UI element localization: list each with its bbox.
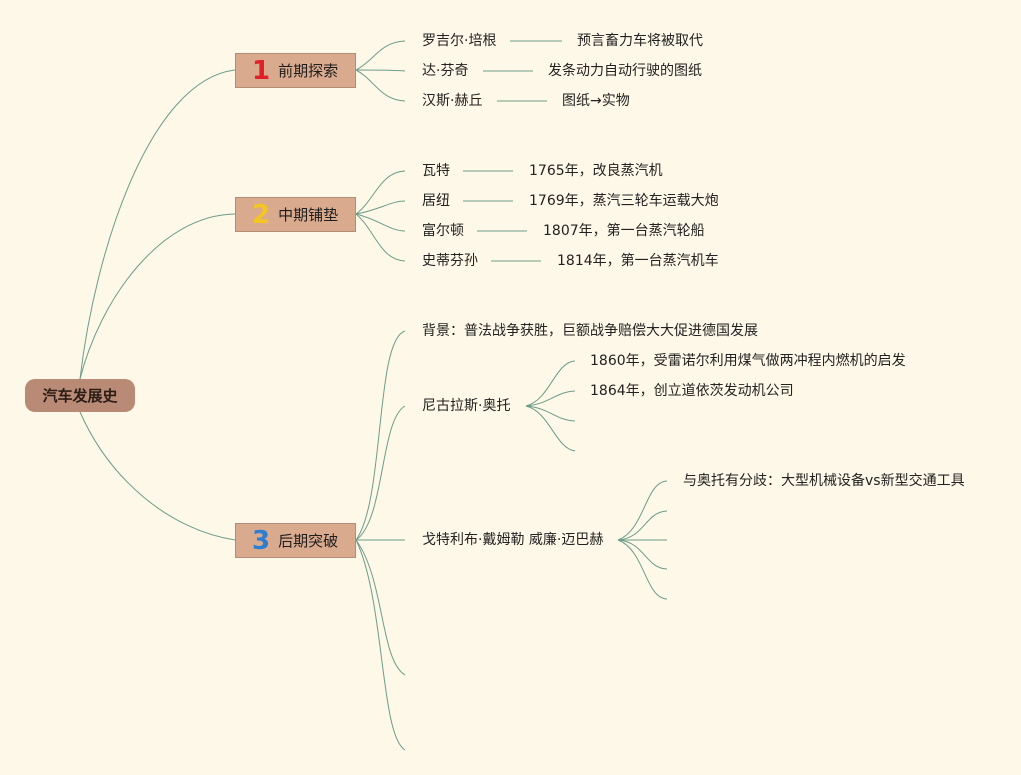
item-detail[interactable]: 发条动力自动行驶的图纸 <box>548 63 702 79</box>
item-detail[interactable]: 1765年，改良蒸汽机 <box>529 163 663 179</box>
otto-node[interactable]: 尼古拉斯·奥托 <box>422 398 511 414</box>
number-2-icon: 2 <box>252 199 271 230</box>
connector-root-branch1 <box>79 69 236 380</box>
daimler-maybach-node[interactable]: 戈特利布·戴姆勒 威廉·迈巴赫 <box>422 532 604 548</box>
branch-node-mid-foundation[interactable]: 2 中期铺垫 <box>235 197 356 232</box>
item-name[interactable]: 达·芬奇 <box>422 63 469 79</box>
branch-node-late-breakthrough[interactable]: 3 后期突破 <box>235 523 356 558</box>
item-detail[interactable]: 图纸→实物 <box>562 93 630 109</box>
otto-detail[interactable]: 1860年，受雷诺尔利用煤气做两冲程内燃机的启发 <box>590 353 906 369</box>
number-1-icon: 1 <box>252 55 271 86</box>
branch-label: 中期铺垫 <box>278 206 339 224</box>
item-detail[interactable]: 1769年，蒸汽三轮车运载大炮 <box>529 193 719 209</box>
item-detail[interactable]: 预言畜力车将被取代 <box>577 33 703 49</box>
item-detail[interactable]: 1814年，第一台蒸汽机车 <box>557 253 719 269</box>
branch-label: 后期突破 <box>278 532 339 550</box>
item-name[interactable]: 汉斯·赫丘 <box>422 93 483 109</box>
branch-label: 前期探索 <box>278 62 339 80</box>
branch-node-early-exploration[interactable]: 1 前期探索 <box>235 53 356 88</box>
otto-detail[interactable]: 1864年，创立道依茨发动机公司 <box>590 383 794 399</box>
background-note[interactable]: 背景：普法战争获胜，巨额战争赔偿大大促进德国发展 <box>422 323 758 339</box>
item-name[interactable]: 居纽 <box>422 193 450 209</box>
number-3-icon: 3 <box>252 525 271 556</box>
item-detail[interactable]: 1807年，第一台蒸汽轮船 <box>543 223 705 239</box>
item-name[interactable]: 史蒂芬孙 <box>422 253 478 269</box>
item-name[interactable]: 瓦特 <box>422 163 450 179</box>
item-name[interactable]: 罗吉尔·培根 <box>422 33 497 49</box>
root-label: 汽车发展史 <box>42 387 118 405</box>
daimler-detail[interactable]: 与奥托有分歧：大型机械设备vs新型交通工具 <box>683 473 965 489</box>
connector-root-branch2 <box>79 213 236 380</box>
root-node[interactable]: 汽车发展史 <box>25 379 135 412</box>
connector-root-branch3 <box>79 411 236 541</box>
item-name[interactable]: 富尔顿 <box>422 223 464 239</box>
